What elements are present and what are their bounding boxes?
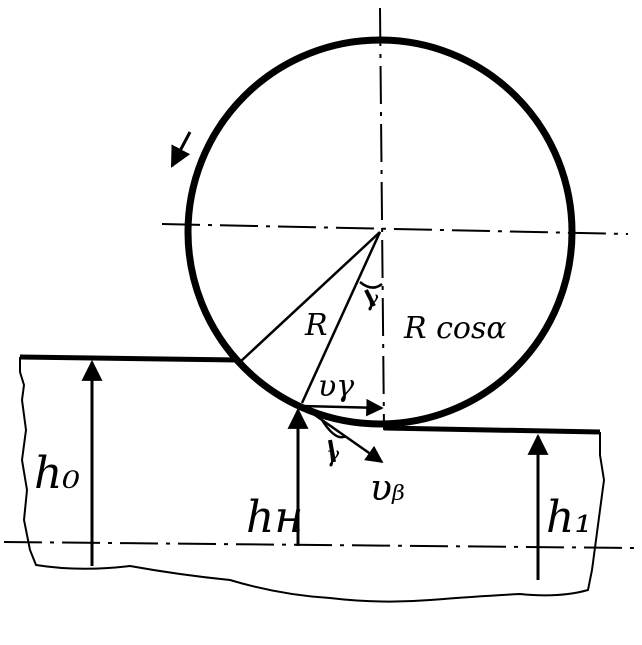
label-gamma-lower: γ bbox=[326, 443, 340, 468]
rotation-arrow-icon bbox=[170, 131, 192, 168]
entry-surface bbox=[19, 354, 239, 363]
workpiece-outline bbox=[19, 356, 606, 603]
base-line bbox=[3, 541, 637, 549]
label-h0: h₀ bbox=[34, 448, 80, 499]
v-gamma-arrow bbox=[301, 398, 384, 417]
horizontal-centerline bbox=[161, 223, 629, 235]
gamma-mark-lower bbox=[328, 439, 336, 463]
label-hn: hн bbox=[246, 492, 303, 543]
label-R: R bbox=[304, 308, 328, 343]
label-v-b: υᵦ bbox=[370, 468, 405, 509]
radius-line-neutral bbox=[300, 231, 382, 404]
gamma-arc-lower bbox=[320, 419, 347, 439]
gamma-mark-upper bbox=[364, 289, 376, 307]
radius-line-entry bbox=[239, 231, 381, 363]
label-h1: h₁ bbox=[546, 492, 592, 543]
label-r-cos-alpha: R cosα bbox=[403, 311, 507, 346]
vertical-centerline bbox=[379, 7, 385, 431]
label-v-gamma: υγ bbox=[318, 369, 354, 404]
label-gamma-upper: γ bbox=[365, 287, 379, 312]
v-b-arrow bbox=[301, 404, 384, 464]
gamma-arc-upper bbox=[359, 281, 383, 289]
exit-surface bbox=[383, 425, 601, 435]
